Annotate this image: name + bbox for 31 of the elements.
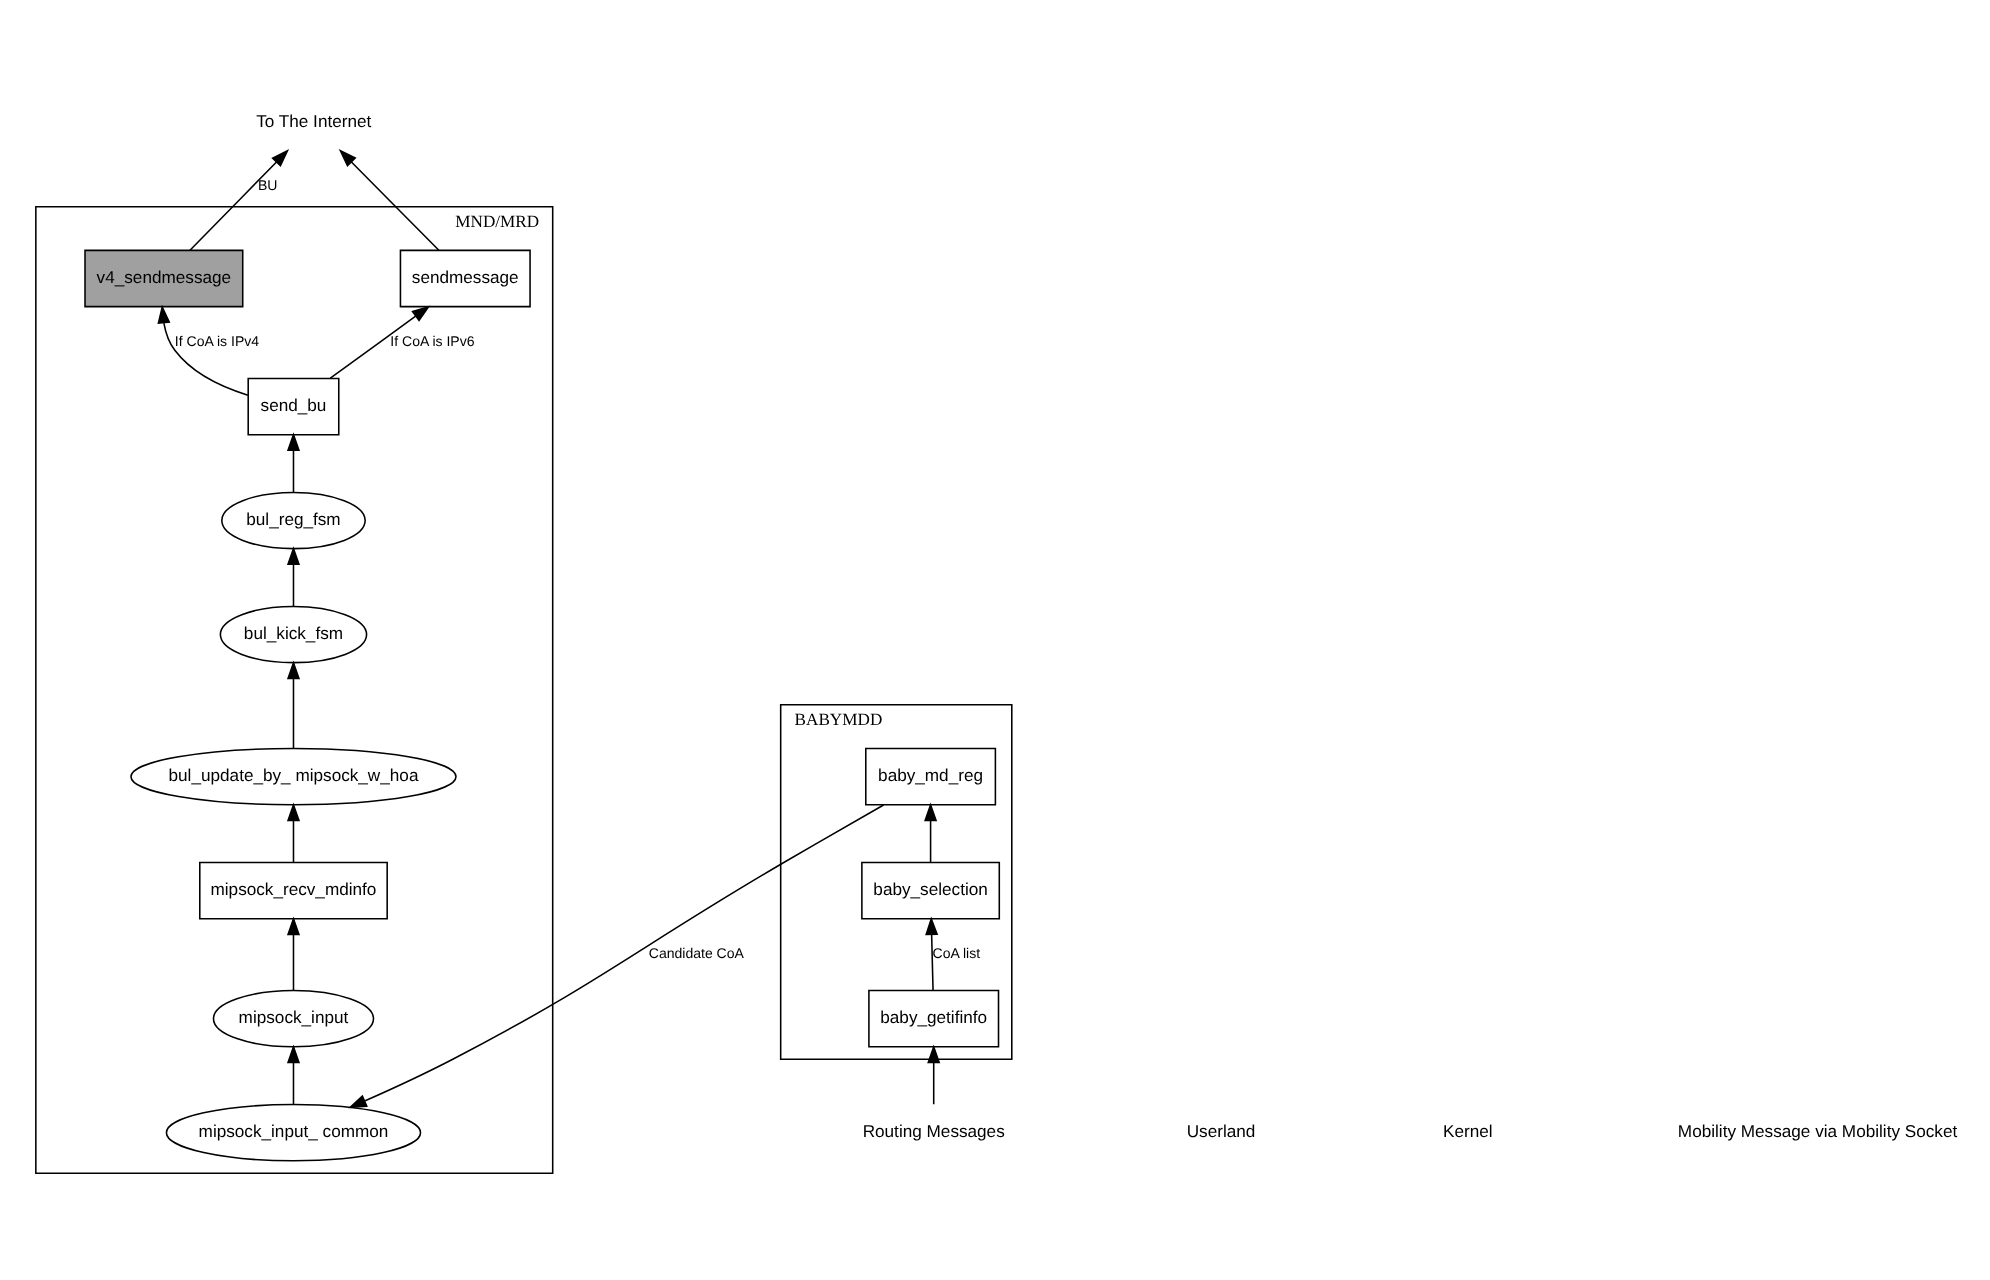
node-box: sendmessage <box>399 249 531 308</box>
label: Mobility Message via Mobility Socket <box>1677 1121 1958 1142</box>
node-box: v4_sendmessage <box>84 249 244 308</box>
arrow <box>329 305 431 379</box>
node-box: baby_getifinfo <box>868 989 1000 1048</box>
arrow <box>189 149 290 252</box>
arrow <box>286 916 301 991</box>
node-ellipse: mipsock_input <box>212 989 375 1048</box>
arrow <box>286 1044 301 1106</box>
node-ellipse: bul_kick_fsm <box>219 605 368 664</box>
arrow <box>348 804 885 1109</box>
arrow <box>157 304 249 396</box>
arrow <box>286 546 301 607</box>
arrow <box>338 149 440 252</box>
arrow <box>286 660 301 750</box>
node-ellipse: mipsock_input_ common <box>165 1103 422 1162</box>
node-ellipse: bul_reg_fsm <box>221 491 366 550</box>
node-text: To The Internet <box>256 110 372 131</box>
arrow <box>286 432 301 493</box>
arrow <box>927 1044 941 1106</box>
arrow <box>925 916 939 991</box>
node-ellipse: bul_update_by_ mipsock_w_hoa <box>130 747 457 806</box>
label: Userland <box>1186 1121 1256 1142</box>
node-box: baby_md_reg <box>865 747 997 806</box>
arrow <box>286 802 301 863</box>
arrow <box>924 802 938 863</box>
node-box: send_bu <box>247 377 340 436</box>
label: Kernel <box>1442 1121 1493 1142</box>
node-box: mipsock_recv_mdinfo <box>199 861 388 920</box>
node-box: baby_selection <box>861 861 1001 920</box>
node-text: Routing Messages <box>862 1121 1005 1142</box>
